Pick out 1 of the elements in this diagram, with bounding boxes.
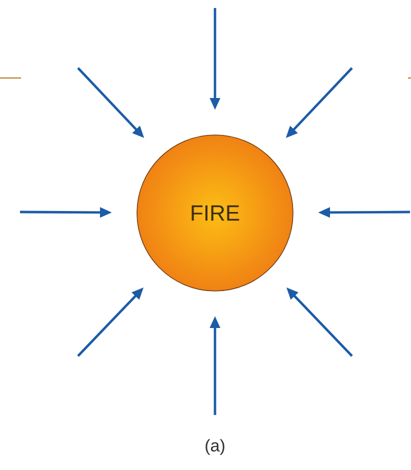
caption: (a) [206, 439, 224, 455]
